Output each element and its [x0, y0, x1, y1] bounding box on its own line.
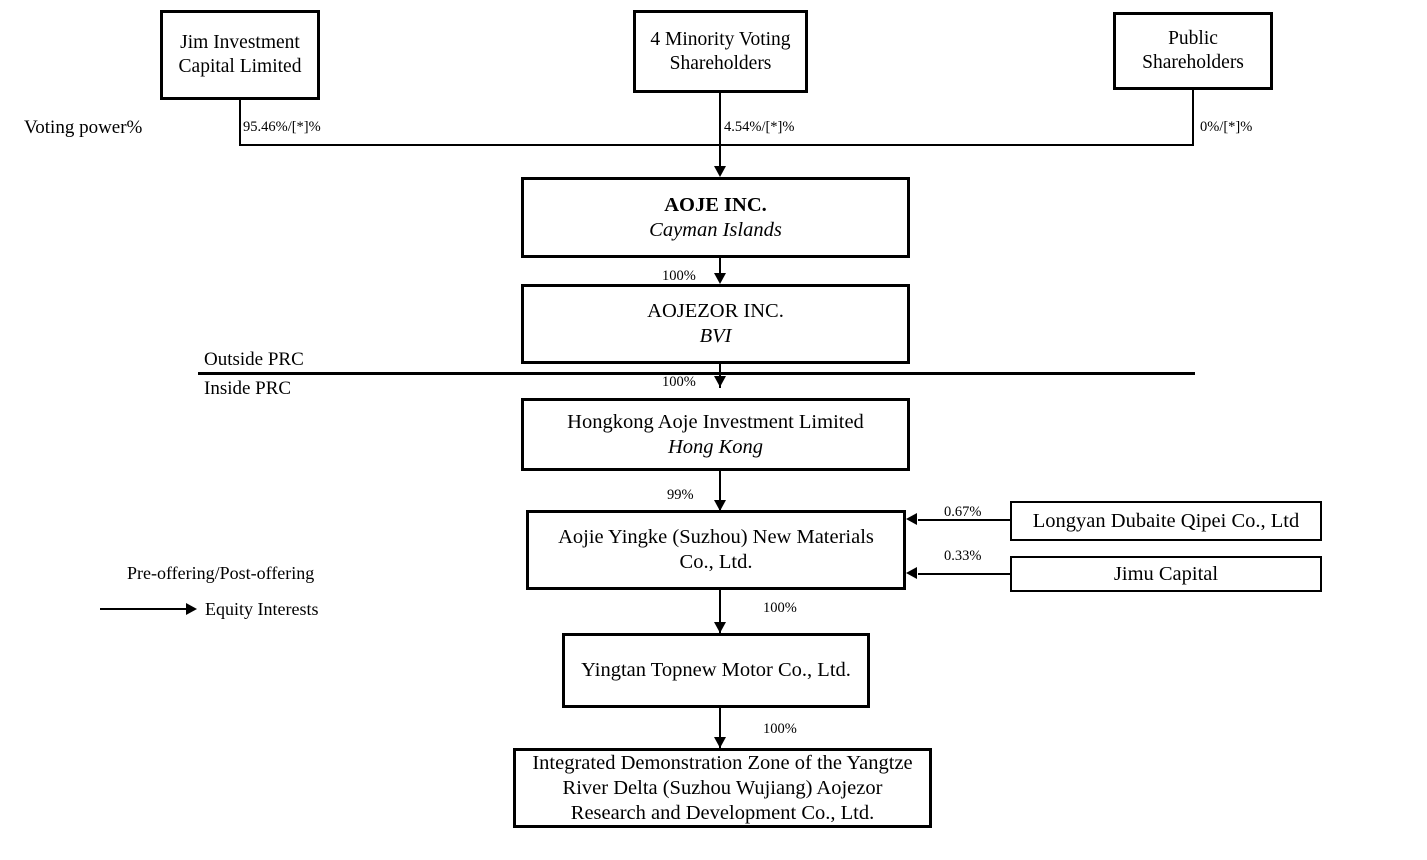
entity-line: River Delta (Suzhou Wujiang) Aojezor: [562, 776, 883, 799]
connector-voting-bus: [239, 144, 1194, 146]
pct-public-voting: 0%/[*]%: [1200, 119, 1253, 135]
pct-yingke-to-yingtan: 100%: [763, 600, 797, 616]
entity-name: Jimu Capital: [1113, 562, 1219, 585]
entity-jurisdiction: Cayman Islands: [649, 218, 782, 241]
legend-arrowhead-icon: [186, 603, 197, 615]
legend-arrow-shaft: [100, 608, 188, 610]
entity-line: Research and Development Co., Ltd.: [570, 801, 875, 824]
entity-box-idz-yangtze[interactable]: Integrated Demonstration Zone of the Yan…: [513, 748, 932, 828]
pct-jimu-to-yingke: 0.33%: [944, 548, 982, 564]
entity-box-minority-voting[interactable]: 4 Minority Voting Shareholders: [633, 10, 808, 93]
arrowhead-into-hongkong-aoje: [714, 376, 726, 387]
entity-line: 4 Minority Voting: [650, 28, 791, 50]
arrowhead-longyan-into-yingke: [906, 513, 917, 525]
entity-box-jim-investment[interactable]: Jim Investment Capital Limited: [160, 10, 320, 100]
connector-minority-to-aoje: [719, 93, 721, 174]
legend-heading: Pre-offering/Post-offering: [127, 563, 315, 583]
entity-line: Public: [1168, 28, 1218, 50]
pct-aojezor-to-hk: 100%: [662, 374, 696, 390]
entity-box-aoje-inc[interactable]: AOJE INC. Cayman Islands: [521, 177, 910, 258]
pct-aoje-to-aojezor: 100%: [662, 268, 696, 284]
pct-longyan-to-yingke: 0.67%: [944, 504, 982, 520]
label-inside-prc: Inside PRC: [204, 378, 292, 399]
entity-line: Aojie Yingke (Suzhou) New Materials: [558, 526, 874, 548]
entity-box-yingtan-topnew[interactable]: Yingtan Topnew Motor Co., Ltd.: [562, 633, 870, 708]
pct-jim-voting: 95.46%/[*]%: [243, 119, 321, 135]
prc-divider-line: [198, 372, 1195, 375]
arrowhead-into-aojie-yingke: [714, 500, 726, 511]
entity-line: Integrated Demonstration Zone of the Yan…: [532, 751, 913, 774]
entity-name: AOJE INC.: [664, 193, 767, 216]
connector-jimu-to-yingke: [918, 573, 1010, 575]
pct-yingtan-to-idz: 100%: [763, 721, 797, 737]
arrowhead-jimu-into-yingke: [906, 567, 917, 579]
entity-line: Shareholders: [669, 52, 772, 74]
entity-name: Yingtan Topnew Motor Co., Ltd.: [581, 659, 851, 681]
entity-line: Capital Limited: [178, 56, 302, 77]
connector-public-drop: [1192, 90, 1194, 146]
connector-yingtan-to-idz: [719, 708, 721, 758]
entity-box-hongkong-aoje[interactable]: Hongkong Aoje Investment Limited Hong Ko…: [521, 398, 910, 471]
entity-name: Longyan Dubaite Qipei Co., Ltd: [1032, 509, 1300, 532]
arrowhead-into-idz: [714, 737, 726, 748]
entity-box-aojezor-inc[interactable]: AOJEZOR INC. BVI: [521, 284, 910, 364]
pct-hk-to-yingke: 99%: [667, 487, 694, 503]
label-outside-prc: Outside PRC: [204, 349, 304, 370]
entity-box-jimu-capital[interactable]: Jimu Capital: [1010, 556, 1322, 592]
arrowhead-into-aoje: [714, 166, 726, 177]
entity-box-longyan-dubaite[interactable]: Longyan Dubaite Qipei Co., Ltd: [1010, 501, 1322, 541]
entity-line: Jim Investment: [180, 32, 300, 54]
arrowhead-into-yingtan: [714, 622, 726, 633]
entity-jurisdiction: Hong Kong: [667, 435, 764, 458]
entity-name: Hongkong Aoje Investment Limited: [567, 410, 864, 433]
voting-power-row-label: Voting power%: [24, 117, 143, 138]
connector-hk-to-yingke: [719, 471, 721, 513]
entity-jurisdiction: BVI: [699, 325, 732, 347]
connector-longyan-to-yingke: [918, 519, 1010, 521]
arrowhead-into-aojezor: [714, 273, 726, 284]
entity-name: AOJEZOR INC.: [647, 300, 784, 322]
connector-jim-drop: [239, 100, 241, 146]
entity-box-public-shareholders[interactable]: Public Shareholders: [1113, 12, 1273, 90]
entity-line: Shareholders: [1142, 52, 1244, 73]
pct-minority-voting: 4.54%/[*]%: [724, 119, 795, 135]
connector-yingke-to-yingtan: [719, 590, 721, 644]
connector-aoje-to-aojezor: [719, 258, 721, 281]
entity-box-aojie-yingke[interactable]: Aojie Yingke (Suzhou) New Materials Co.,…: [526, 510, 906, 590]
entity-line: Co., Ltd.: [679, 551, 753, 573]
legend-arrow-label: Equity Interests: [205, 599, 319, 619]
